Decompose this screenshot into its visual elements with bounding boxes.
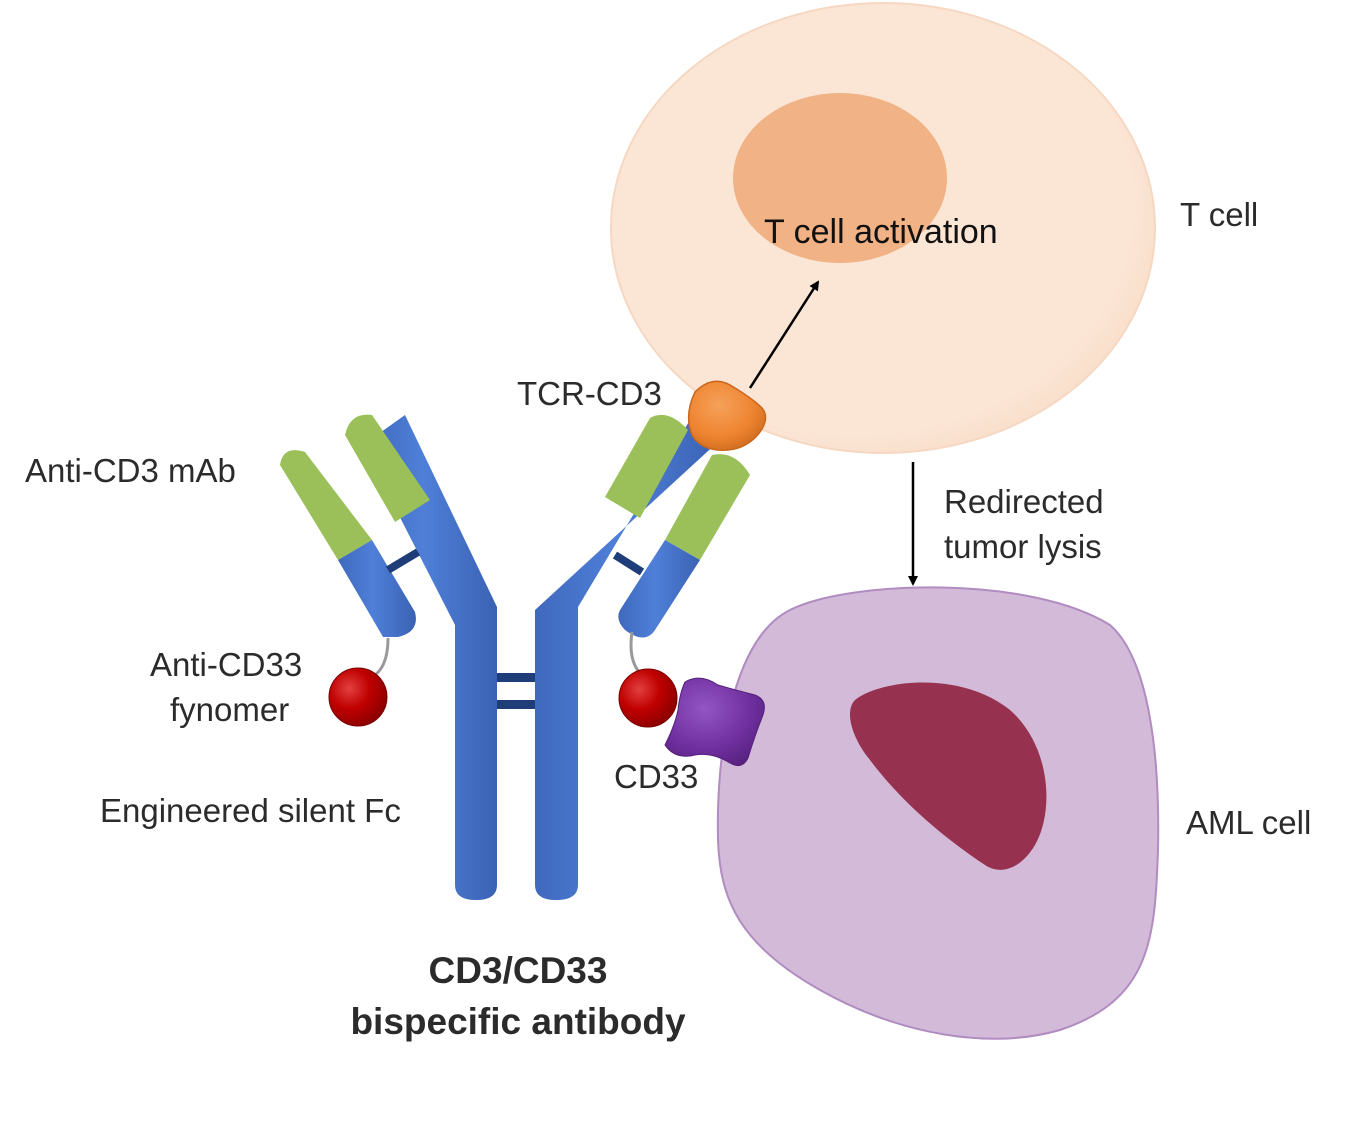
label-redirected-line2: tumor lysis (944, 528, 1102, 565)
label-aml-cell: AML cell (1186, 804, 1311, 841)
right-fynomer-linker (629, 631, 642, 675)
right-light-chain-variable (665, 454, 750, 560)
label-anti-cd3-mab: Anti-CD3 mAb (25, 452, 236, 489)
label-engineered-fc: Engineered silent Fc (100, 792, 401, 829)
title-line2: bispecific antibody (350, 1001, 686, 1042)
aml-cell (716, 586, 1160, 1040)
left-heavy-variable-domain (345, 414, 430, 522)
right-anti-cd33-fynomer (618, 668, 678, 728)
right-interchain-disulfide (612, 551, 645, 576)
right-heavy-variable-domain (605, 414, 688, 518)
right-light-chain-constant (618, 540, 700, 638)
label-anti-cd33-line1: Anti-CD33 (150, 646, 302, 683)
label-t-cell-activation: T cell activation (764, 213, 998, 251)
title-line1: CD3/CD33 (429, 950, 608, 991)
label-anti-cd33-line2: fynomer (170, 691, 289, 728)
fc-left-heavy-chain (363, 415, 497, 900)
activation-arrow (748, 280, 820, 389)
left-interchain-disulfide (385, 548, 421, 574)
label-redirected-line1: Redirected (944, 483, 1104, 520)
label-tcr-cd3: TCR-CD3 (517, 375, 662, 412)
left-light-chain-variable (280, 450, 372, 560)
label-cd33: CD33 (614, 758, 698, 795)
aml-nucleus (850, 682, 1047, 870)
t-cell (610, 2, 1156, 454)
label-t-cell: T cell (1180, 196, 1258, 233)
tcr-cd3-receptor (687, 380, 767, 451)
cd33-receptor (664, 677, 765, 767)
hinge-disulfide-1 (497, 673, 535, 682)
left-fynomer-linker (374, 637, 390, 677)
t-cell-nucleus (733, 93, 947, 263)
left-light-chain-constant (338, 540, 416, 637)
hinge-disulfide-2 (497, 700, 535, 709)
bispecific-antibody (280, 414, 750, 900)
fc-right-heavy-chain (535, 420, 720, 900)
left-anti-cd33-fynomer (328, 667, 388, 727)
